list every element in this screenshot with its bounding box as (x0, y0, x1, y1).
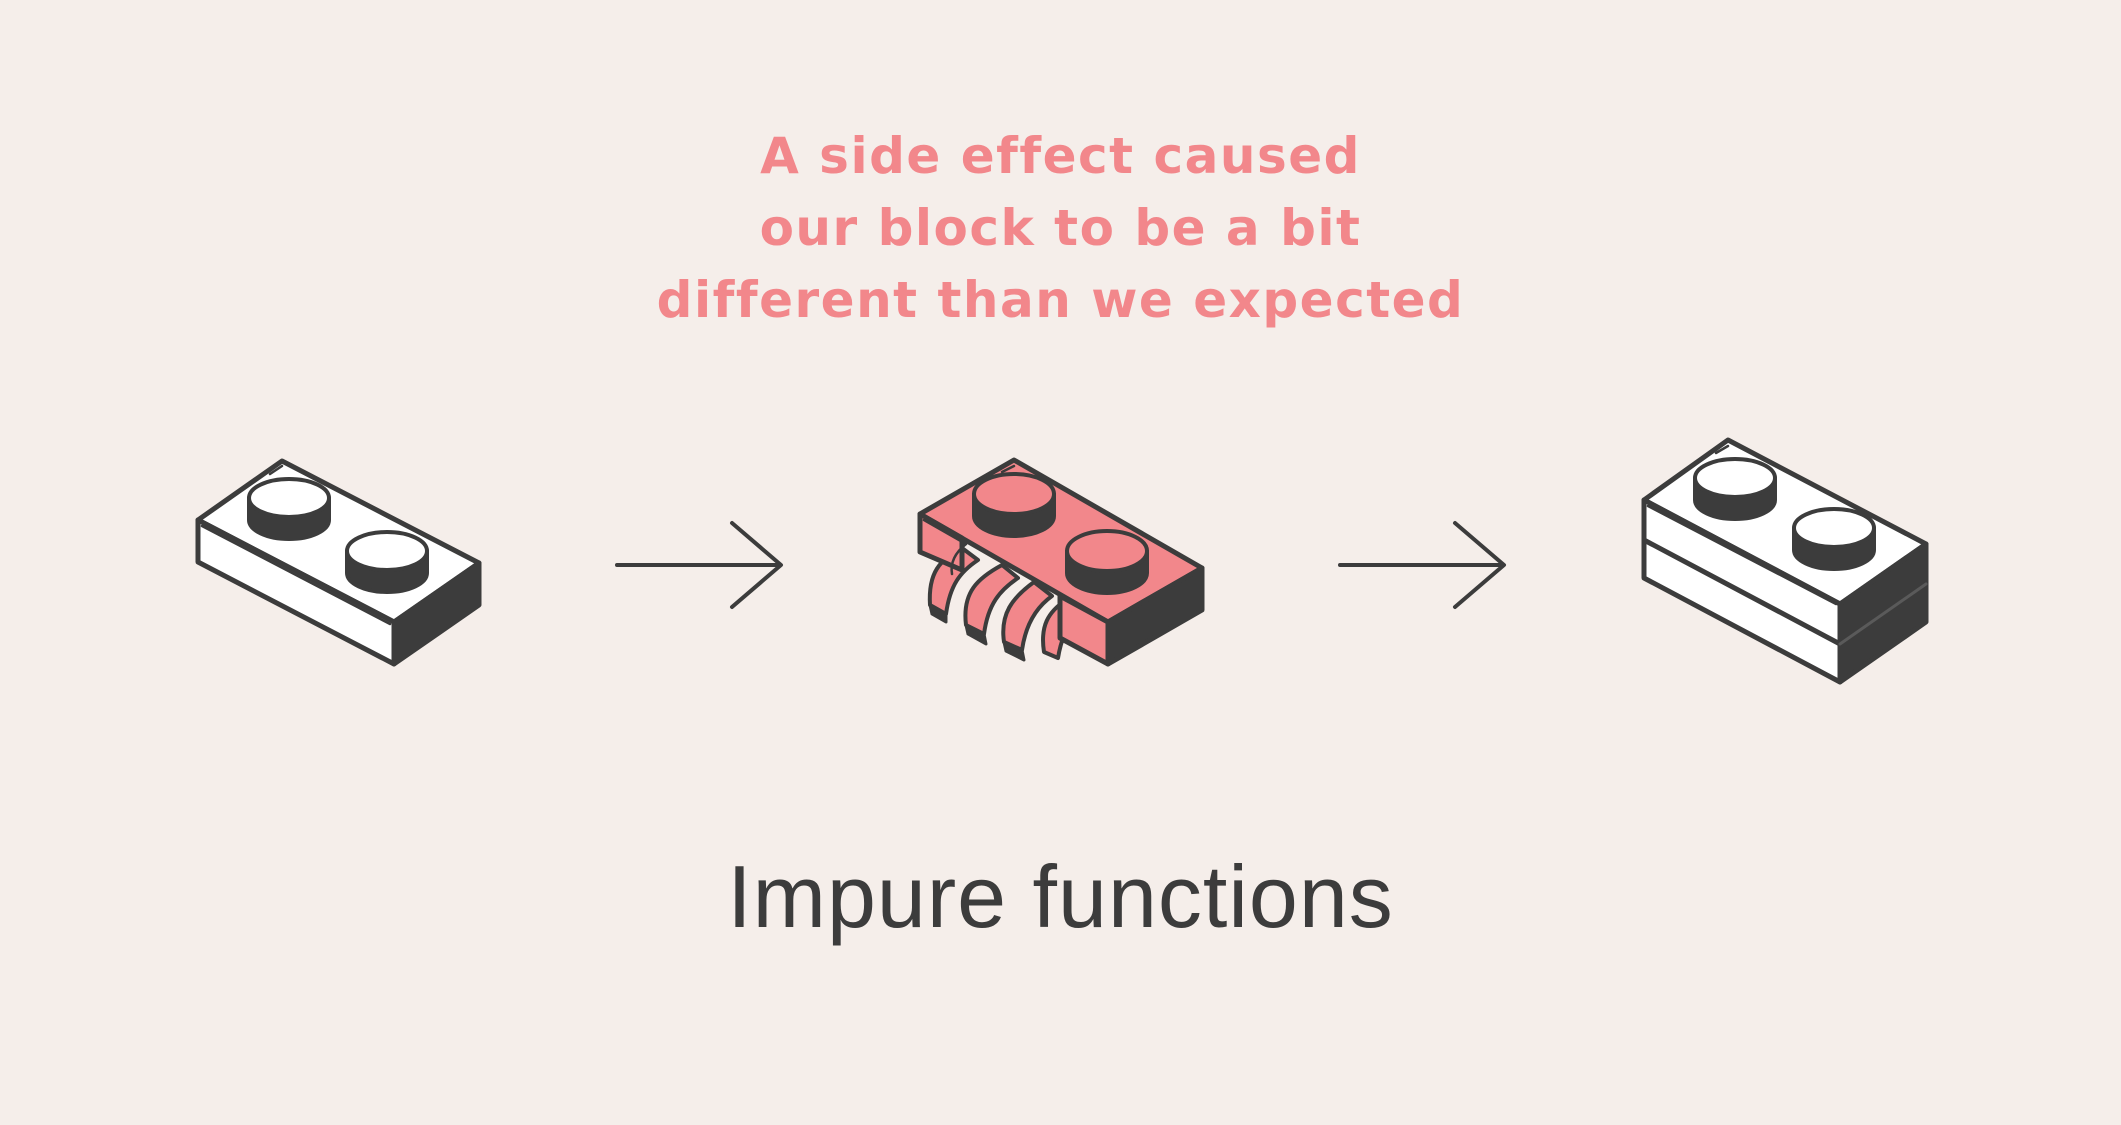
block-layer-line (1838, 582, 1928, 646)
stud-top (1693, 457, 1777, 499)
stud-top (345, 530, 429, 572)
drip-shadow (1002, 640, 1026, 662)
melting-block-icon (917, 457, 1205, 667)
drip-edge (950, 542, 968, 576)
caption-line-3: different than we expected (656, 271, 1465, 329)
arrow-head (1453, 521, 1506, 609)
block-front-face (917, 511, 965, 573)
block-inner-line (268, 464, 284, 476)
block-side-face (1105, 565, 1205, 667)
block-inner-line (1646, 504, 1838, 606)
caption-line-1: A side effect caused (760, 127, 1361, 185)
drip-shadow (964, 623, 988, 646)
stud-top (972, 472, 1056, 516)
block-inner-line (1000, 464, 1016, 474)
arrow-right-icon (1338, 521, 1506, 609)
page-title: Impure functions (727, 847, 1394, 946)
arrow-right-icon (615, 521, 783, 609)
caption-line-2: our block to be a bit (759, 199, 1362, 257)
block-layer-line (1641, 537, 1843, 647)
caption: A side effect caused our block to be a b… (0, 120, 2121, 336)
arrow-head (730, 521, 783, 609)
block-side-face (391, 560, 482, 667)
block-inner-line (1714, 444, 1730, 455)
block-inner-line (200, 524, 392, 626)
stud-top (247, 477, 331, 519)
block-inner-line (922, 518, 968, 546)
stud-top (1065, 529, 1149, 573)
drip-shadow (928, 603, 948, 624)
stud-top (1792, 507, 1876, 549)
stacked-block-icon (1641, 437, 1929, 685)
lego-block-icon (195, 458, 482, 667)
